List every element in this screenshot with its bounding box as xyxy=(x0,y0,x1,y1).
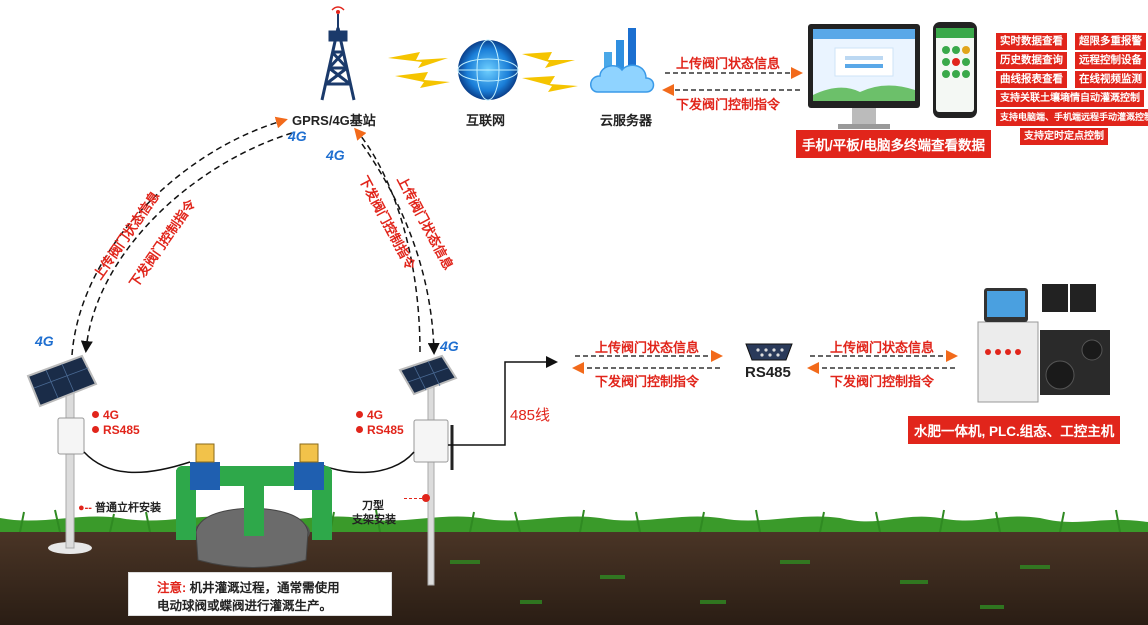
internet-globe xyxy=(457,39,519,101)
tag-4g: 4G xyxy=(288,128,307,144)
tag-4g: 4G xyxy=(326,147,345,163)
left-pole-item-4g: 4G xyxy=(92,408,119,422)
cables xyxy=(83,356,558,474)
irrigation-pipes xyxy=(176,443,332,568)
right-pole-item-4g: 4G xyxy=(356,408,383,422)
machine-label: 水肥一体机, PLC.组态、工控主机 xyxy=(908,416,1121,444)
rs485-left-upload: 上传阀门状态信息 xyxy=(595,340,700,355)
notice-box: 注意: 机井灌溉过程，通常需使用 电动球阀或蝶阀进行灌溉生产。 xyxy=(128,572,392,616)
notice-line1: 注意: 机井灌溉过程，通常需使用 xyxy=(157,581,340,595)
right-install-dot xyxy=(422,494,430,502)
tower-label: GPRS/4G基站 xyxy=(292,113,376,128)
feature-tag: 支持定时定点控制 xyxy=(1020,128,1108,145)
cloud-download-label: 下发阀门控制指令 xyxy=(676,97,781,112)
notice-line2: 电动球阀或蝶阀进行灌溉生产。 xyxy=(157,599,333,613)
tag-4g: 4G xyxy=(440,338,459,354)
left-pole-station xyxy=(26,354,98,554)
terminals-label: 手机/平板/电脑多终端查看数据 xyxy=(796,130,992,158)
feature-tag: 超限多重报警 xyxy=(1075,33,1146,50)
mobile-phone xyxy=(933,22,977,118)
internet-label: 互联网 xyxy=(466,113,506,128)
rs485-arrows xyxy=(572,350,958,374)
feature-tag: 实时数据查看 xyxy=(996,33,1067,50)
right-install-line2: 支架安装 xyxy=(352,514,396,526)
tower-pole-links xyxy=(71,116,440,356)
wire-485-label: 485线 xyxy=(510,407,551,424)
rs485-left-download: 下发阀门控制指令 xyxy=(595,374,700,389)
cloud-server-label: 云服务器 xyxy=(600,113,653,128)
desktop-monitor xyxy=(808,24,920,129)
right-pole-item-rs485: RS485 xyxy=(356,423,404,437)
feature-tag: 历史数据查询 xyxy=(996,52,1067,69)
right-install-line1: 刀型 xyxy=(362,500,384,512)
cell-tower xyxy=(320,6,356,101)
cloud-upload-label: 上传阀门状态信息 xyxy=(676,56,781,71)
rs485-right-upload: 上传阀门状态信息 xyxy=(830,340,935,355)
rs485-connector xyxy=(745,343,793,361)
feature-tag: 支持关联土壤墒情自动灌溉控制 xyxy=(996,90,1144,107)
feature-tag: 远程控制设备 xyxy=(1075,52,1146,69)
feature-tag: 曲线报表查看 xyxy=(996,71,1067,88)
tag-4g: 4G xyxy=(35,333,54,349)
left-pole-item-rs485: RS485 xyxy=(92,423,140,437)
feature-tag: 在线视频监测 xyxy=(1075,71,1146,88)
cloud-terminal-arrows xyxy=(662,67,803,96)
right-install-pointer xyxy=(404,498,422,499)
rs485-label: RS485 xyxy=(745,364,791,381)
feature-tag: 支持电脑端、手机端远程手动灌溉控制 xyxy=(996,109,1148,126)
signal-bolts xyxy=(388,52,578,92)
fertigation-machine xyxy=(977,284,1110,403)
cloud-server xyxy=(590,28,655,93)
left-install-label: ●-- 普通立杆安装 xyxy=(78,502,162,514)
right-pole-station xyxy=(398,354,458,586)
rs485-right-download: 下发阀门控制指令 xyxy=(830,374,935,389)
